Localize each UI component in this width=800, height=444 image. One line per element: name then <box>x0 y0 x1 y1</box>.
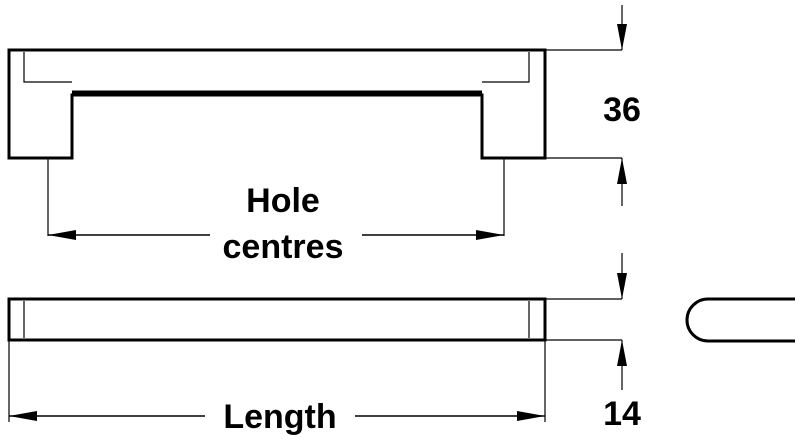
arrowhead-left <box>9 411 37 421</box>
top-view-handle <box>7 297 547 342</box>
arrowhead-down <box>617 24 627 50</box>
arrowhead-right <box>517 411 545 421</box>
arrowhead-up <box>617 158 627 184</box>
arrowhead-right <box>476 230 504 240</box>
hole-centres-label-line1: Hole <box>246 182 320 220</box>
top-view-outline <box>7 297 547 342</box>
end-profile-shape <box>685 297 795 343</box>
arrowhead-down <box>617 273 627 299</box>
length-dimension <box>9 411 545 421</box>
arrowhead-up <box>617 340 627 366</box>
arrowhead-left <box>48 230 76 240</box>
depth-value: 14 <box>603 395 641 433</box>
height-value: 36 <box>603 91 641 129</box>
hole-centres-dimension <box>48 230 504 240</box>
length-label: Length <box>223 398 336 436</box>
front-view-outline <box>7 48 547 160</box>
depth-dimension <box>545 253 627 390</box>
front-view-handle <box>7 48 547 160</box>
front-view-inner-contour <box>23 52 530 83</box>
height-dimension <box>545 5 627 206</box>
hole-centres-label-line2: centres <box>223 228 344 266</box>
